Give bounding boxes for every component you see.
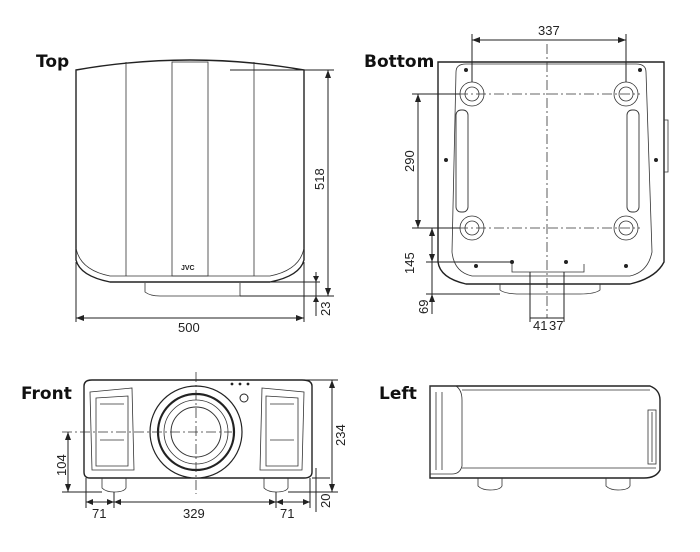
dim-front-foot-span: 329 <box>183 506 205 521</box>
bottom-view: 337 290 145 69 41 37 <box>402 23 669 333</box>
top-view: JVC 500 518 23 <box>75 59 334 335</box>
left-rear-vent <box>647 409 657 465</box>
dim-bottom-foot-span-x: 337 <box>538 23 560 38</box>
left-front-grille <box>429 385 463 475</box>
dim-bottom-bar-left: 41 <box>533 318 547 333</box>
dim-bottom-bar-right: 37 <box>549 318 563 333</box>
front-view-label: Front <box>21 384 72 404</box>
dim-front-lens-height: 104 <box>54 454 69 476</box>
front-foot-right <box>263 478 289 493</box>
dim-bottom-foot-span-y: 290 <box>402 150 417 172</box>
dim-bottom-rear-to-foot: 145 <box>402 252 417 274</box>
front-grille-right <box>259 387 305 471</box>
dim-front-foot-height: 20 <box>318 494 333 508</box>
dim-front-right-offset: 71 <box>280 506 294 521</box>
dim-top-depth: 518 <box>312 168 327 190</box>
front-view: 234 20 104 71 329 71 <box>54 372 348 521</box>
front-grille-left <box>89 387 135 471</box>
dim-front-left-offset: 71 <box>92 506 106 521</box>
bottom-vent-left <box>455 109 469 213</box>
dim-front-height: 234 <box>333 424 348 446</box>
dim-top-width: 500 <box>178 320 200 335</box>
dim-top-foot-offset: 23 <box>318 302 333 316</box>
left-view-label: Left <box>379 384 417 404</box>
left-foot-rear <box>605 478 631 491</box>
left-view <box>429 385 661 491</box>
top-view-label: Top <box>36 52 70 72</box>
bottom-vent-right <box>626 109 640 213</box>
top-logo: JVC <box>181 265 195 272</box>
bottom-view-label: Bottom <box>364 52 435 72</box>
dim-bottom-rear-to-bar: 69 <box>416 300 431 314</box>
left-foot-front <box>477 478 503 491</box>
front-foot-left <box>101 478 127 493</box>
